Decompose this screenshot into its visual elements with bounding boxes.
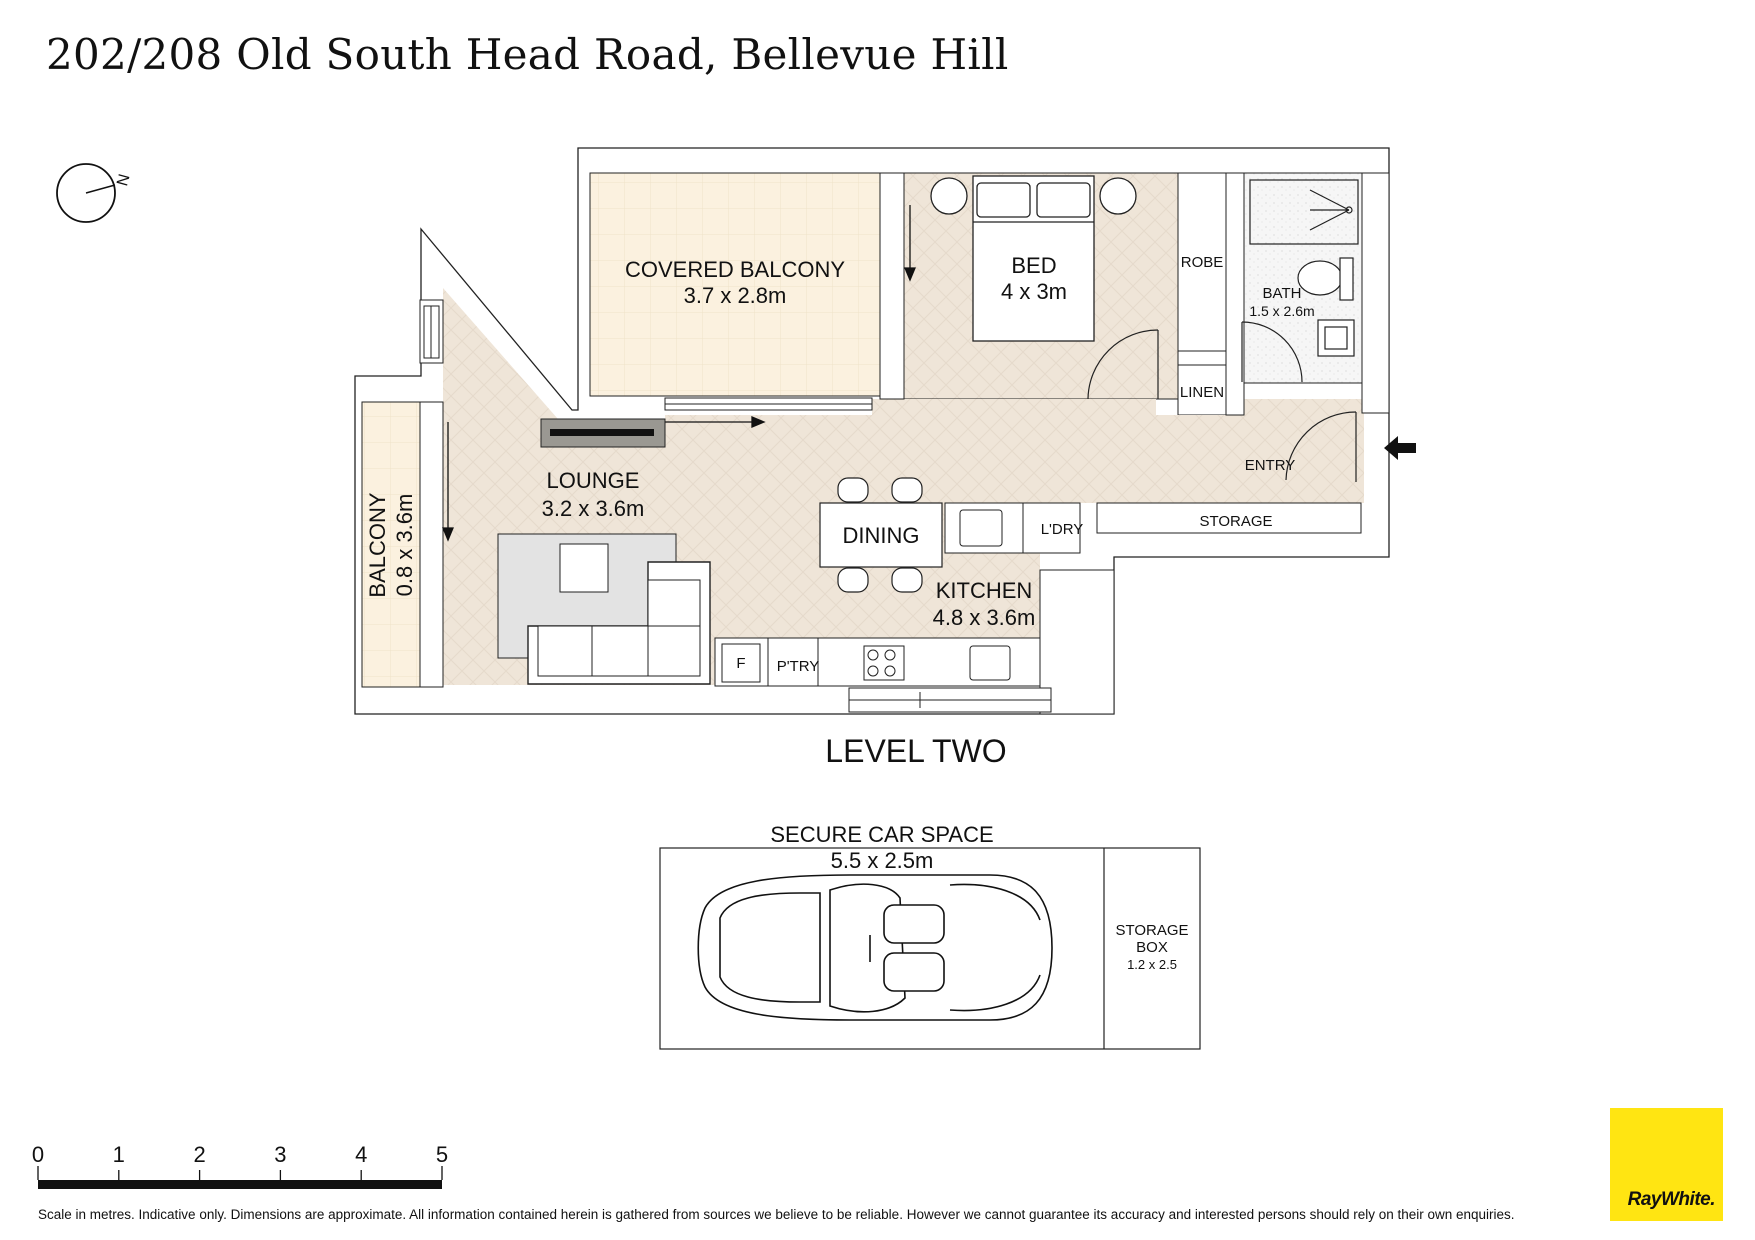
sliding-door-arrows	[442, 205, 916, 542]
storage-box-label-1: STORAGE	[1115, 922, 1188, 939]
pantry-label: P'TRY	[777, 658, 820, 675]
room-labels: COVERED BALCONY 3.7 x 2.8m BED 4 x 3m RO…	[365, 253, 1315, 675]
covered-balcony-label: COVERED BALCONY	[625, 257, 845, 282]
storage-box-size: 1.2 x 2.5	[1127, 957, 1177, 972]
lounge-label: LOUNGE	[547, 468, 640, 493]
dining-label: DINING	[843, 523, 920, 548]
scale-tick-3: 3	[274, 1142, 286, 1167]
bed-icon	[930, 175, 1137, 342]
scale-tick-0: 0	[32, 1142, 44, 1167]
car-space-size: 5.5 x 2.5m	[831, 848, 934, 873]
laundry-cabinets	[944, 502, 1081, 554]
side-balcony-floor	[361, 401, 421, 688]
kitchen-label: KITCHEN	[936, 578, 1033, 603]
scale-bar: 0 1 2 3 4 5	[32, 1142, 448, 1189]
kitchen-bench	[714, 637, 1041, 687]
heater-icon	[540, 418, 666, 448]
lounge-size: 3.2 x 3.6m	[542, 496, 645, 521]
dining-table-icon	[819, 477, 943, 593]
windows	[423, 305, 1052, 713]
scale-tick-5: 5	[436, 1142, 448, 1167]
interior-walls	[419, 172, 1390, 715]
raywhite-logo: RayWhite.	[1610, 1108, 1723, 1221]
toilet-icon	[1297, 257, 1354, 301]
shower-icon	[1249, 179, 1359, 245]
entry-door[interactable]	[1285, 411, 1357, 482]
car-space-label: SECURE CAR SPACE	[770, 822, 993, 847]
basin-icon	[1317, 319, 1355, 357]
entry-arrow-icon	[1384, 436, 1416, 460]
laundry-label: L'DRY	[1041, 521, 1084, 538]
storage-box-label-2: BOX	[1136, 939, 1168, 956]
bath-label: BATH	[1263, 285, 1302, 302]
scale-tick-1: 1	[113, 1142, 125, 1167]
bed-label: BED	[1011, 253, 1056, 278]
kitchen-size: 4.8 x 3.6m	[933, 605, 1036, 630]
lounge-furniture	[497, 533, 711, 685]
balcony-size: 0.8 x 3.6m	[392, 494, 417, 597]
compass-north-label: N	[114, 172, 133, 188]
robe-label: ROBE	[1181, 254, 1224, 271]
bed-size: 4 x 3m	[1001, 279, 1067, 304]
car-icon	[697, 874, 1053, 1021]
storage-cupboard	[1096, 502, 1362, 534]
bath-door[interactable]	[1241, 321, 1303, 383]
scale-tick-2: 2	[193, 1142, 205, 1167]
disclaimer-text: Scale in metres. Indicative only. Dimens…	[38, 1207, 1515, 1222]
covered-balcony-size: 3.7 x 2.8m	[684, 283, 787, 308]
balcony-label: BALCONY	[365, 492, 390, 597]
bedroom-door[interactable]	[1087, 329, 1159, 400]
linen-floor	[1177, 364, 1227, 416]
compass-icon: N	[56, 163, 134, 223]
bath-size: 1.5 x 2.6m	[1249, 303, 1314, 319]
linen-label: LINEN	[1180, 384, 1224, 401]
level-label: LEVEL TWO	[825, 733, 1006, 769]
robe-floor	[1177, 172, 1227, 352]
property-address-title: 202/208 Old South Head Road, Bellevue Hi…	[46, 30, 1009, 79]
scale-tick-4: 4	[355, 1142, 367, 1167]
covered-balcony-floor	[589, 172, 881, 397]
storage-label: STORAGE	[1199, 513, 1272, 530]
entry-label: ENTRY	[1245, 457, 1296, 474]
brand-name: RayWhite.	[1627, 1189, 1716, 1210]
fridge-label: F	[736, 655, 745, 672]
